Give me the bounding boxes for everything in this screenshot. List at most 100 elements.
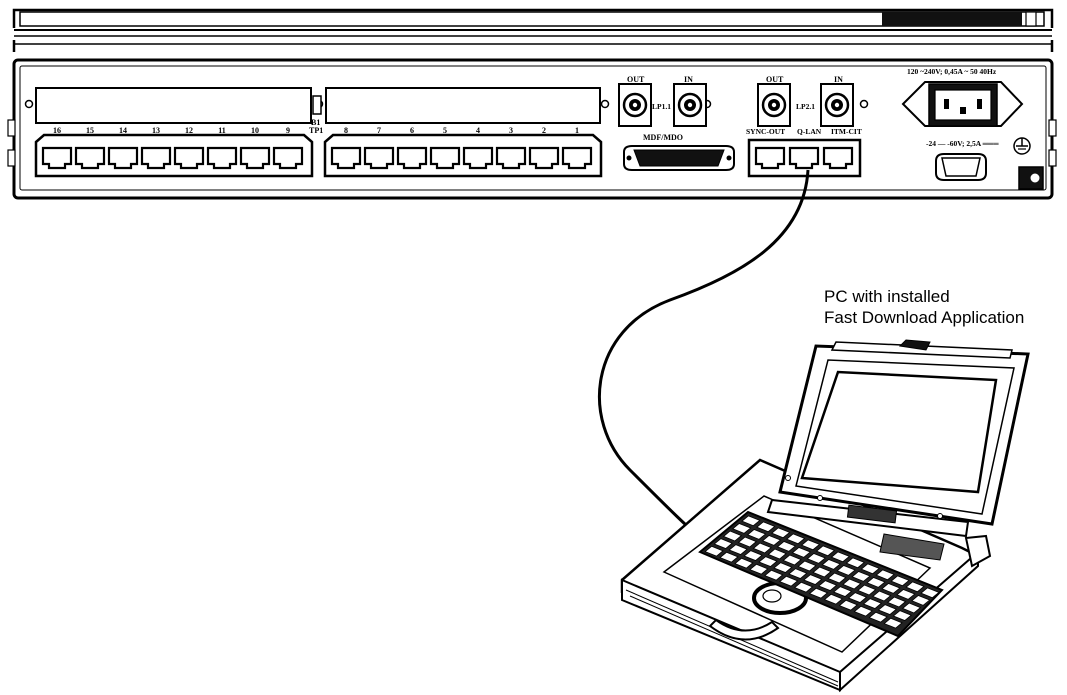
label-q-lan: Q-LAN	[797, 127, 822, 136]
keyboard-key	[875, 569, 895, 581]
rj45-port	[754, 146, 786, 170]
keyboard-key	[812, 566, 832, 578]
port-number: 14	[119, 126, 127, 135]
bnc-in-2	[820, 83, 854, 127]
keyboard-key	[788, 568, 808, 579]
keyboard-key	[877, 604, 898, 615]
keyboard-key	[743, 550, 763, 561]
keyboard-key	[866, 577, 886, 588]
keyboard-key	[749, 563, 769, 575]
keyboard-key	[853, 605, 873, 617]
keyboard-key	[818, 580, 838, 591]
keyboard-key	[860, 563, 880, 575]
keyboard-key	[793, 581, 814, 593]
rj45-port	[788, 146, 820, 170]
keyboard-key	[845, 557, 865, 569]
port-number: 8	[344, 126, 348, 135]
label-lp21: LP2.1	[796, 102, 815, 111]
keyboard-key	[758, 556, 778, 567]
port-number: 7	[377, 126, 381, 135]
label-power-dc: -24 — -60V; 2,5A ═══	[926, 139, 999, 148]
keyboard-key	[800, 539, 821, 551]
port-number: 3	[509, 126, 513, 135]
label-tp1: TP1	[309, 126, 323, 135]
keyboard-key	[771, 527, 791, 539]
port-number: 10	[251, 126, 259, 135]
keyboard-key	[761, 535, 782, 546]
keyboard-key	[851, 571, 871, 582]
rj45-port	[41, 146, 73, 170]
rj45-port	[330, 146, 362, 170]
label-out-2: OUT	[766, 75, 784, 84]
keyboard-key	[767, 548, 787, 560]
port-number: 5	[443, 126, 447, 135]
port-numbers-right: 8 7 6 5 4 3 2 1	[344, 126, 579, 135]
keyboard-key	[746, 529, 767, 540]
keyboard-key	[836, 565, 856, 576]
rj45-port	[140, 146, 172, 170]
keyboard-key	[896, 589, 916, 600]
keyboard-key	[728, 544, 748, 555]
port-number: 13	[152, 126, 160, 135]
rj45-port	[107, 146, 139, 170]
keyboard-key	[806, 553, 826, 564]
keyboard-key	[830, 551, 851, 563]
caption-line-2: Fast Download Application	[824, 308, 1025, 327]
port-number: 9	[286, 126, 290, 135]
b1-switch	[312, 95, 322, 115]
rj45-port	[272, 146, 304, 170]
keyboard-key	[785, 533, 806, 545]
keyboard-key	[847, 592, 868, 603]
label-power-ac: 120 ~240V; 0,45A ~ 50 40Hz	[907, 67, 997, 76]
keyboard-key	[737, 536, 758, 548]
label-out-1: OUT	[627, 75, 645, 84]
port-number: 12	[185, 126, 193, 135]
keyboard-key	[741, 515, 761, 527]
q-lan-cable	[598, 169, 810, 550]
label-plate-right	[325, 87, 601, 124]
port-number: 1	[575, 126, 579, 135]
bnc-in-1	[673, 83, 707, 127]
rj45-port	[822, 146, 854, 170]
keyboard-key	[734, 557, 754, 569]
keyboard-key	[881, 583, 901, 594]
keyboard-key	[883, 617, 903, 629]
keyboard-key	[791, 547, 812, 558]
bnc-out-2	[757, 83, 791, 127]
rj45-port	[396, 146, 428, 170]
device-top-cover	[12, 8, 1054, 52]
keyboard-key	[911, 595, 931, 606]
keyboard-key	[901, 602, 922, 614]
dc-power-connector	[935, 153, 987, 181]
ground-terminal	[1018, 166, 1044, 190]
keyboard-key	[779, 575, 799, 587]
keyboard	[704, 515, 940, 629]
keyboard-key	[731, 523, 752, 534]
keyboard-key	[838, 599, 859, 611]
rj45-ports-right	[330, 146, 593, 170]
label-mdf-mdo: MDF/MDO	[643, 133, 683, 142]
keyboard-key	[886, 596, 907, 608]
keyboard-key	[832, 586, 853, 597]
rj45-port	[239, 146, 271, 170]
power-inlet	[901, 81, 1024, 127]
label-b1: B1	[311, 118, 320, 127]
keyboard-key	[773, 562, 793, 573]
rj45-port	[363, 146, 395, 170]
label-in-2: IN	[834, 75, 843, 84]
port-number: 16	[53, 126, 61, 135]
label-itm-cit: ITM-CIT	[831, 127, 862, 136]
port-number: 11	[218, 126, 226, 135]
label-lp11: LP1.1	[652, 102, 671, 111]
keyboard-key	[776, 541, 797, 552]
pc-caption: PC with installed Fast Download Applicat…	[824, 286, 1024, 328]
keyboard-key	[782, 554, 802, 566]
keyboard-key	[722, 530, 743, 542]
ground-symbol-icon	[1013, 137, 1031, 155]
keyboard-key	[862, 598, 883, 609]
keyboard-key	[890, 575, 910, 587]
rj45-ports-lan	[754, 146, 854, 170]
keyboard-key	[808, 587, 829, 599]
keyboard-key	[920, 587, 940, 599]
